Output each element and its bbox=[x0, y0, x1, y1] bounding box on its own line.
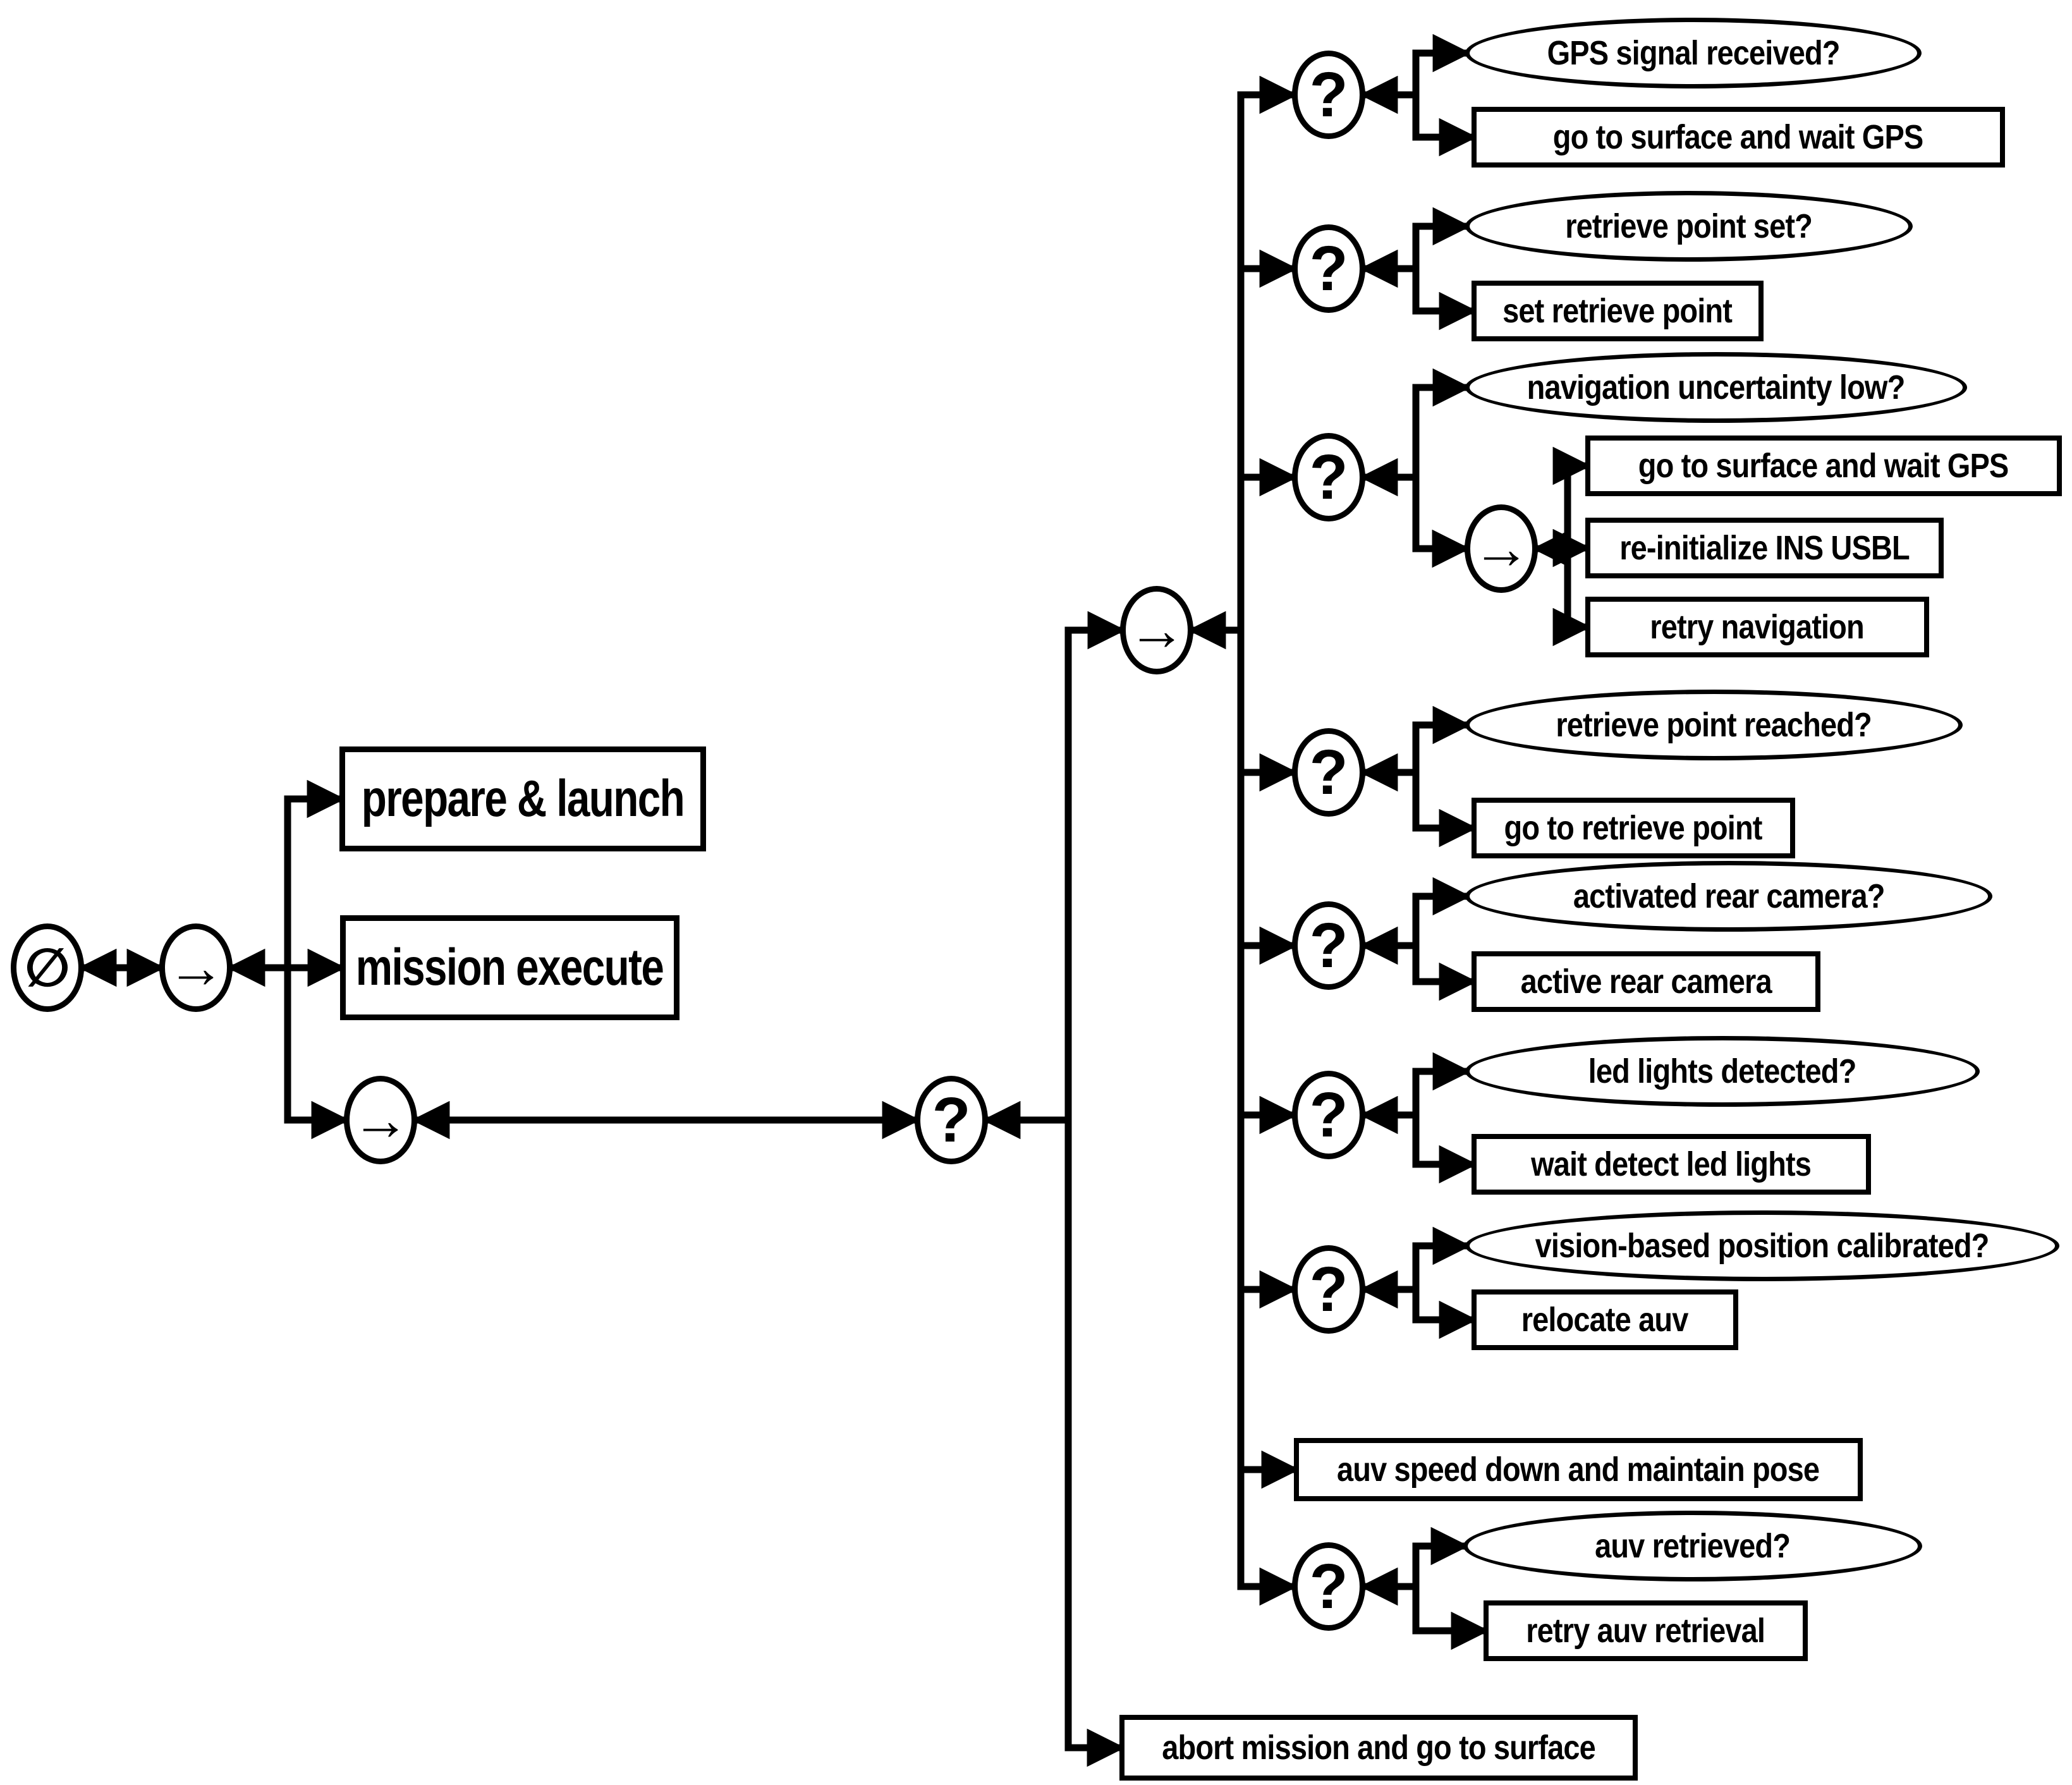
sequence-arrow-icon: → bbox=[351, 1088, 410, 1152]
prepare-launch-action: prepare & launch bbox=[339, 746, 706, 851]
gps-signal-condition: GPS signal received? bbox=[1465, 18, 1922, 88]
empty-set-icon: ∅ bbox=[25, 938, 70, 997]
reinitialize-ins-usbl-action: re-initialize INS USBL bbox=[1585, 518, 1944, 578]
fallback-question-icon: ? bbox=[1309, 442, 1348, 513]
relocate-auv-action: relocate auv bbox=[1472, 1289, 1738, 1350]
action-label: prepare & launch bbox=[361, 770, 685, 827]
retrieve-point-reached-condition: retrieve point reached? bbox=[1465, 690, 1963, 760]
condition-label: vision-based position calibrated? bbox=[1535, 1227, 1990, 1265]
action-label: wait detect led lights bbox=[1531, 1145, 1812, 1183]
led-lights-detected-condition: led lights detected? bbox=[1465, 1036, 1980, 1107]
condition-label: navigation uncertainty low? bbox=[1527, 369, 1906, 406]
action-label: re-initialize INS USBL bbox=[1619, 529, 1910, 567]
fallback-question-icon: ? bbox=[1309, 1080, 1348, 1150]
action-label: go to retrieve point bbox=[1504, 809, 1763, 847]
action-label: retry navigation bbox=[1650, 608, 1865, 646]
condition-label: activated rear camera? bbox=[1573, 877, 1886, 915]
action-label: go to surface and wait GPS bbox=[1553, 118, 1924, 156]
action-label: auv speed down and maintain pose bbox=[1337, 1451, 1820, 1489]
go-to-surface-action: go to surface and wait GPS bbox=[1472, 107, 2005, 168]
fallback-question-icon: ? bbox=[932, 1085, 971, 1155]
led-lights-fallback-node: ? bbox=[1292, 1071, 1365, 1159]
sequence-arrow-icon: → bbox=[1472, 516, 1530, 581]
action-label: active rear camera bbox=[1520, 963, 1772, 1001]
active-rear-camera-action: active rear camera bbox=[1472, 951, 1820, 1012]
root-sequence-node: → bbox=[159, 923, 233, 1012]
auv-retrieved-condition: auv retrieved? bbox=[1463, 1511, 1922, 1581]
retrieve-point-set-fallback-node: ? bbox=[1292, 224, 1365, 313]
condition-label: retrieve point reached? bbox=[1556, 706, 1872, 744]
set-retrieve-point-action: set retrieve point bbox=[1472, 281, 1764, 341]
mission-execute-action: mission execute bbox=[340, 915, 679, 1020]
wait-detect-led-lights-action: wait detect led lights bbox=[1472, 1134, 1871, 1195]
fallback-question-icon: ? bbox=[1309, 910, 1348, 981]
fallback-question-icon: ? bbox=[1309, 1551, 1348, 1622]
retrieve-sequence-node: → bbox=[344, 1076, 417, 1164]
vision-calibrated-fallback-node: ? bbox=[1292, 1245, 1365, 1334]
fallback-question-icon: ? bbox=[1309, 59, 1348, 130]
condition-label: GPS signal received? bbox=[1547, 34, 1840, 72]
activated-rear-camera-condition: activated rear camera? bbox=[1465, 861, 1992, 932]
retry-auv-retrieval-action: retry auv retrieval bbox=[1484, 1600, 1808, 1661]
gps-fallback-node: ? bbox=[1292, 51, 1365, 139]
fallback-question-icon: ? bbox=[1309, 1254, 1348, 1325]
navigation-fallback-node: ? bbox=[1292, 433, 1365, 521]
rear-camera-fallback-node: ? bbox=[1292, 901, 1365, 990]
auv-retrieved-fallback-node: ? bbox=[1292, 1542, 1365, 1631]
mission-sequence-node: → bbox=[1120, 586, 1193, 674]
action-label: set retrieve point bbox=[1502, 292, 1733, 330]
action-label: go to surface and wait GPS bbox=[1638, 447, 2009, 485]
go-to-surface-wait-gps-action: go to surface and wait GPS bbox=[1585, 436, 2062, 496]
main-fallback-node: ? bbox=[915, 1076, 988, 1164]
retry-navigation-action: retry navigation bbox=[1585, 597, 1929, 657]
action-label: mission execute bbox=[356, 939, 664, 996]
retrieve-point-reached-fallback-node: ? bbox=[1292, 728, 1365, 817]
abort-mission-action: abort mission and go to surface bbox=[1119, 1715, 1638, 1781]
navigation-uncertainty-condition: navigation uncertainty low? bbox=[1465, 352, 1967, 423]
sequence-arrow-icon: → bbox=[167, 935, 225, 1000]
condition-label: retrieve point set? bbox=[1565, 207, 1813, 245]
navigation-sequence-node: → bbox=[1465, 504, 1538, 593]
go-to-retrieve-point-action: go to retrieve point bbox=[1472, 798, 1795, 858]
retrieve-point-set-condition: retrieve point set? bbox=[1465, 191, 1913, 262]
root-node: ∅ bbox=[11, 923, 84, 1012]
fallback-question-icon: ? bbox=[1309, 233, 1348, 304]
sequence-arrow-icon: → bbox=[1128, 598, 1186, 662]
edge-group bbox=[78, 34, 1592, 1767]
auv-speed-down-action: auv speed down and maintain pose bbox=[1294, 1438, 1863, 1501]
action-label: abort mission and go to surface bbox=[1162, 1729, 1596, 1767]
condition-label: led lights detected? bbox=[1588, 1052, 1857, 1090]
vision-position-calibrated-condition: vision-based position calibrated? bbox=[1465, 1210, 2059, 1281]
condition-label: auv retrieved? bbox=[1595, 1527, 1791, 1565]
action-label: retry auv retrieval bbox=[1526, 1612, 1766, 1650]
fallback-question-icon: ? bbox=[1309, 737, 1348, 808]
action-label: relocate auv bbox=[1521, 1301, 1689, 1339]
